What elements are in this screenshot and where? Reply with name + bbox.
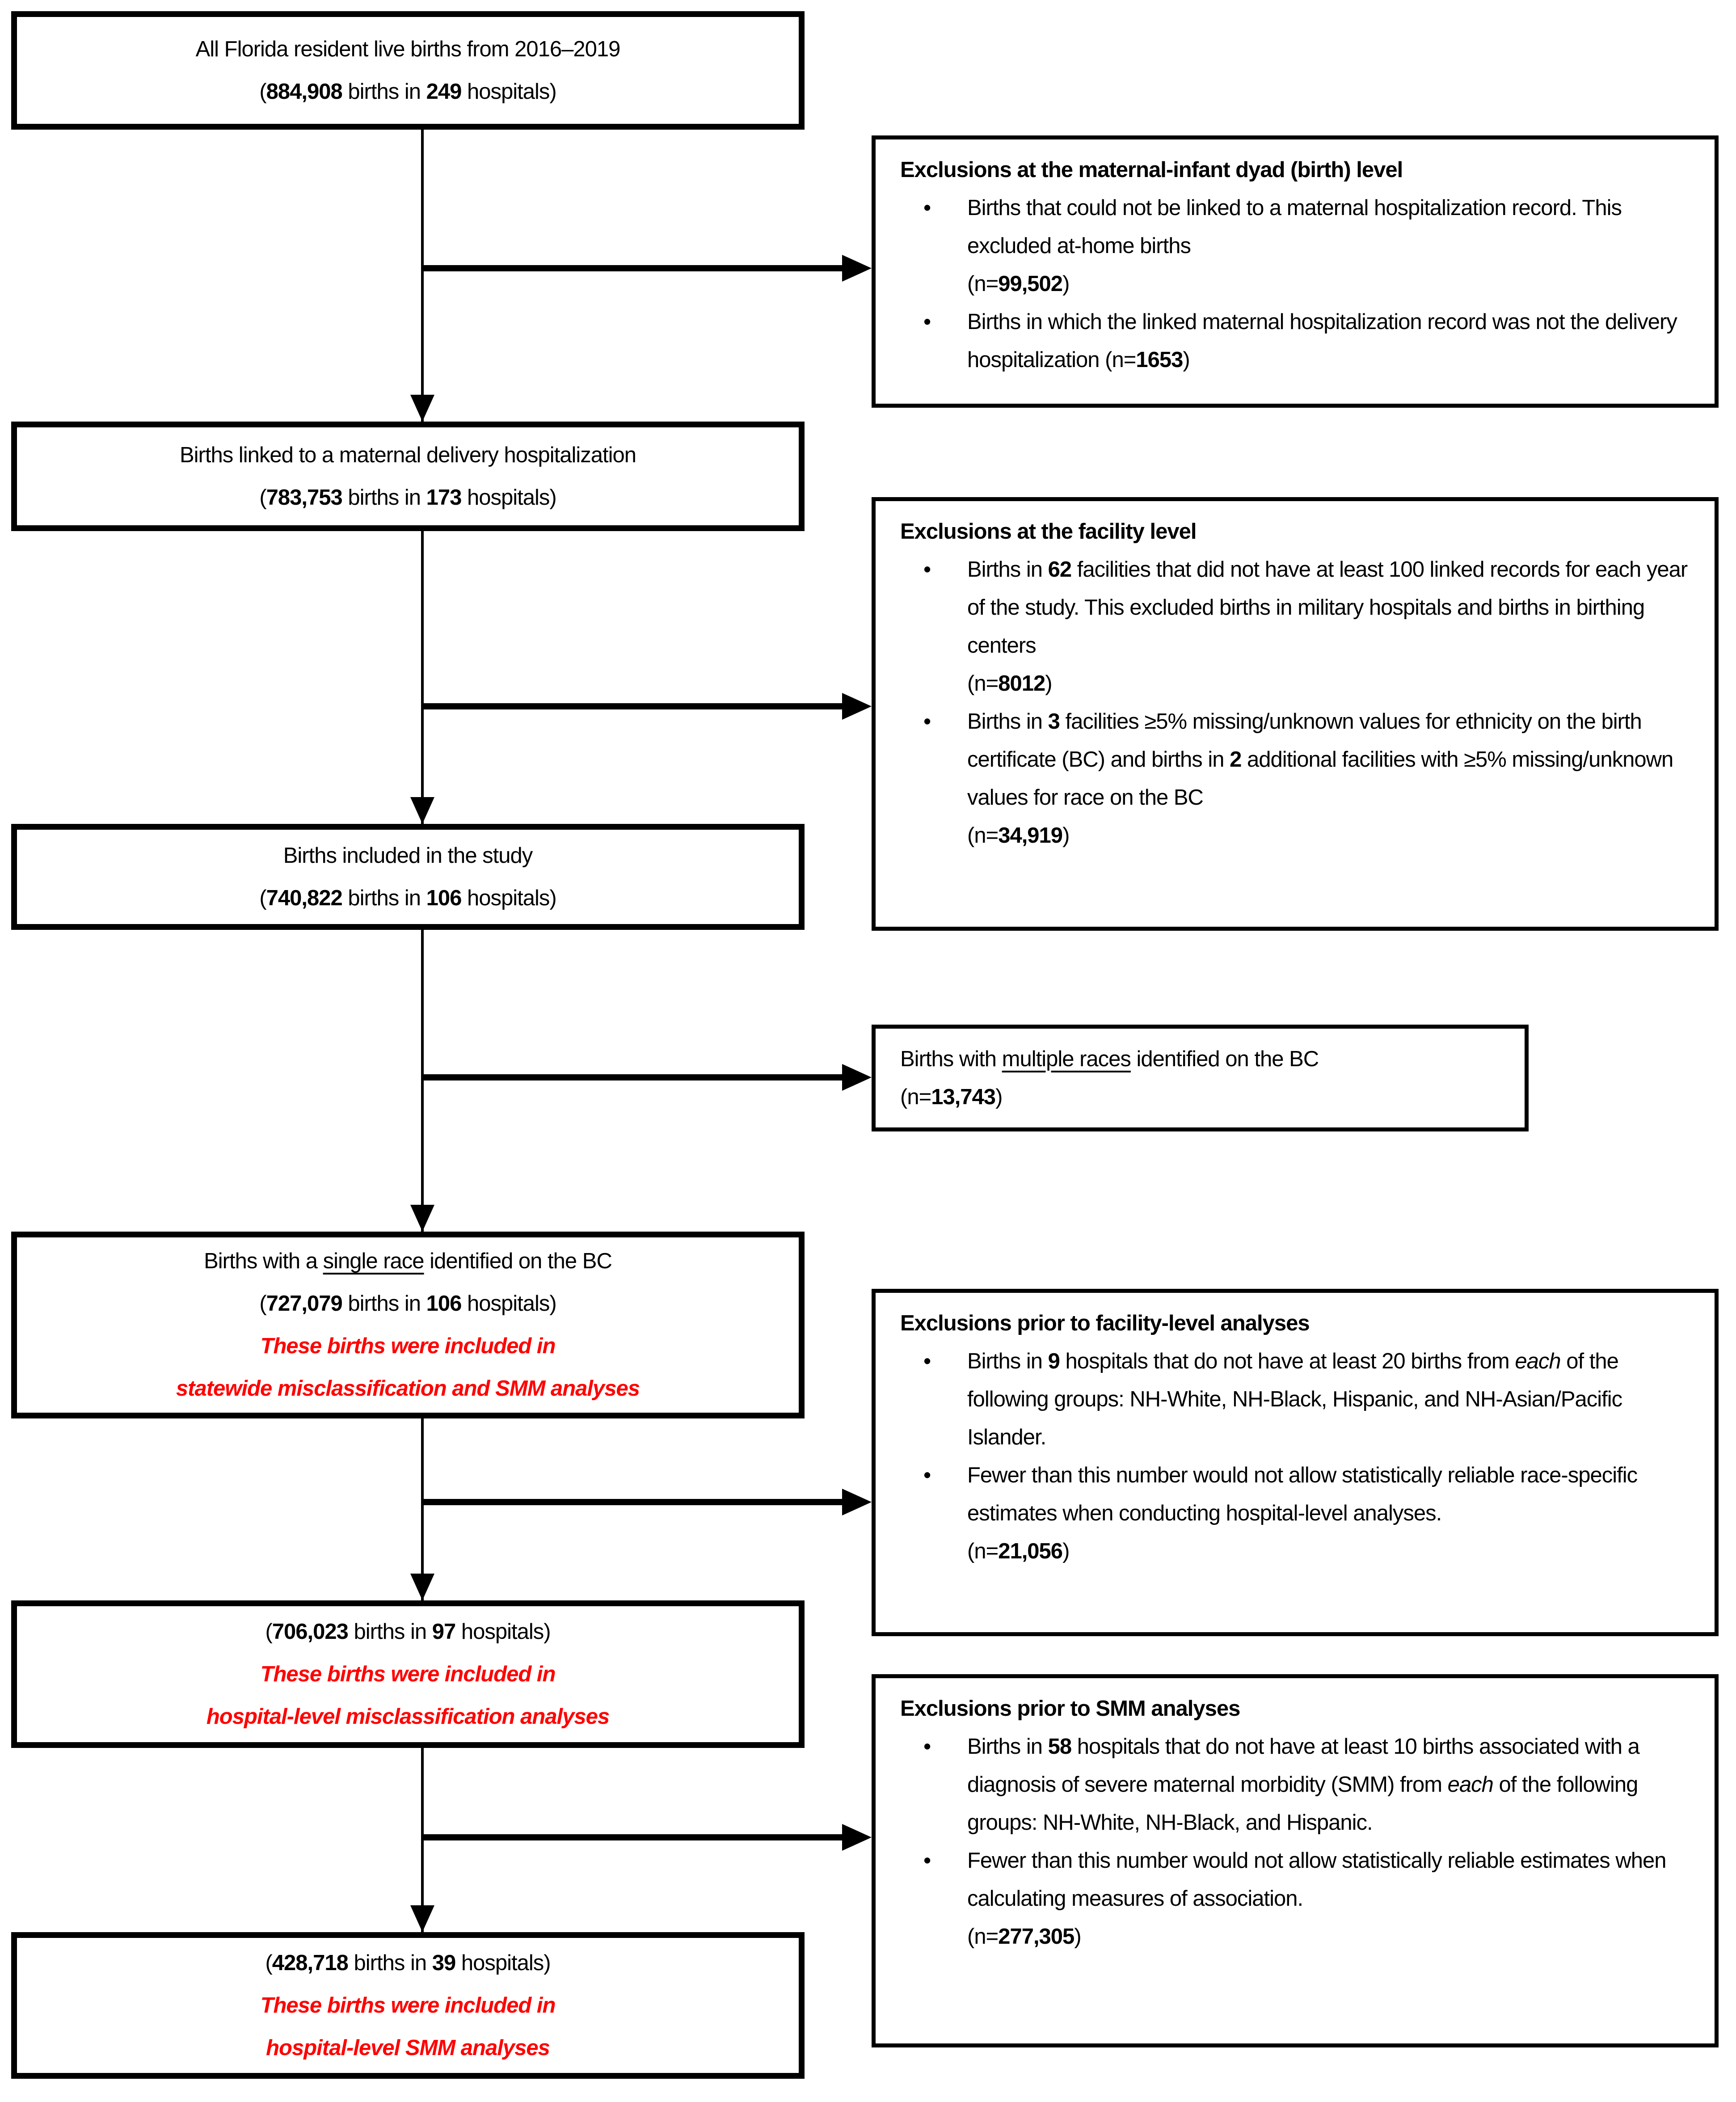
exclusion-box-facility-analyses: Exclusions prior to facility-level analy…: [872, 1289, 1719, 1636]
arrow-right-icon: [842, 1824, 872, 1851]
exclusion-box-multiple-races: Births with multiple races identified on…: [872, 1025, 1529, 1131]
flow-box-text: Births linked to a maternal delivery hos…: [179, 443, 636, 510]
flow-box-text: All Florida resident live births from 20…: [195, 37, 621, 104]
exclusion-box-facility-level: Exclusions at the facility level Births …: [872, 497, 1719, 931]
arrow-down-icon: [410, 395, 434, 422]
flow-box-text: (706,023 births in 97 hospitals)These bi…: [206, 1619, 610, 1729]
flow-connector-3: [421, 930, 424, 1232]
exclusion-bullet: Fewer than this number would not allow s…: [900, 1456, 1690, 1570]
exclusion-bullet: Births in which the linked maternal hosp…: [900, 303, 1690, 379]
exclusion-heading: Exclusions at the facility level: [900, 519, 1197, 544]
arrow-right-icon: [842, 693, 872, 720]
exclusion-bullet: Births in 62 facilities that did not hav…: [900, 551, 1690, 703]
branch-connector-4: [422, 1499, 845, 1505]
branch-connector-5: [422, 1834, 845, 1840]
flow-connector-4: [421, 1418, 424, 1600]
arrow-right-icon: [842, 255, 872, 282]
exclusion-bullet: Births that could not be linked to a mat…: [900, 189, 1690, 303]
arrow-right-icon: [842, 1489, 872, 1515]
branch-connector-2: [422, 703, 845, 709]
flow-box-linked-births: Births linked to a maternal delivery hos…: [11, 422, 805, 531]
flow-box-text: Births included in the study(740,822 bir…: [259, 843, 556, 910]
exclusion-text: Births with multiple races identified on…: [900, 1047, 1319, 1109]
flow-box-single-race: Births with a single race identified on …: [11, 1232, 805, 1418]
exclusion-box-dyad-level: Exclusions at the maternal-infant dyad (…: [872, 135, 1719, 408]
exclusion-bullet: Births in 9 hospitals that do not have a…: [900, 1342, 1690, 1456]
branch-connector-1: [422, 265, 845, 271]
flow-connector-1: [421, 130, 424, 422]
arrow-down-icon: [410, 1574, 434, 1600]
arrow-down-icon: [410, 797, 434, 824]
flow-box-text: Births with a single race identified on …: [176, 1249, 640, 1401]
arrow-down-icon: [410, 1205, 434, 1232]
exclusion-bullet: Fewer than this number would not allow s…: [900, 1842, 1690, 1956]
exclusion-bullet: Births in 58 hospitals that do not have …: [900, 1728, 1690, 1842]
branch-connector-3: [422, 1074, 845, 1081]
flow-box-text: (428,718 births in 39 hospitals)These bi…: [260, 1950, 556, 2060]
arrow-down-icon: [410, 1905, 434, 1932]
exclusion-heading: Exclusions at the maternal-infant dyad (…: [900, 158, 1403, 182]
flow-box-all-live-births: All Florida resident live births from 20…: [11, 11, 805, 130]
flow-box-included-births: Births included in the study(740,822 bir…: [11, 824, 805, 930]
exclusion-bullet: Births in 3 facilities ≥5% missing/unkno…: [900, 703, 1690, 855]
flow-connector-2: [421, 531, 424, 824]
exclusion-heading: Exclusions prior to SMM analyses: [900, 1697, 1240, 1721]
flow-box-misclassification-cohort: (706,023 births in 97 hospitals)These bi…: [11, 1600, 805, 1748]
flow-box-smm-cohort: (428,718 births in 39 hospitals)These bi…: [11, 1932, 805, 2079]
arrow-right-icon: [842, 1064, 872, 1091]
exclusion-heading: Exclusions prior to facility-level analy…: [900, 1311, 1310, 1335]
exclusion-box-smm-analyses: Exclusions prior to SMM analyses Births …: [872, 1674, 1719, 2047]
